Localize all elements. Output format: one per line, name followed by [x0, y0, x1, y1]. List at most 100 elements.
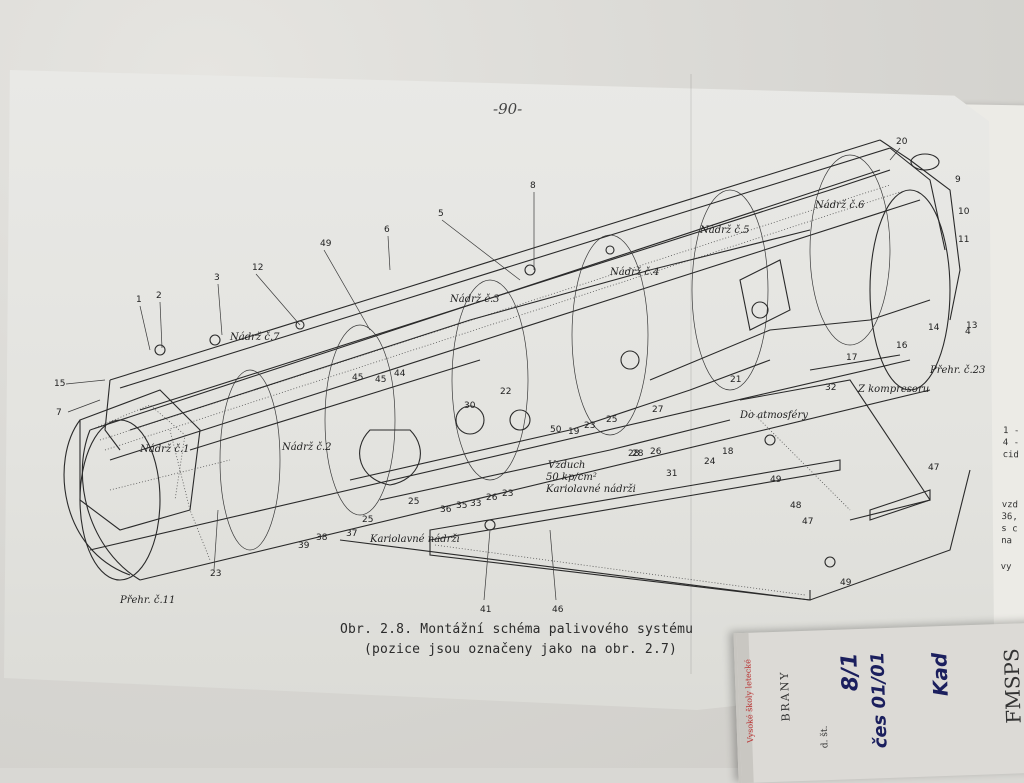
- callout: 37: [346, 529, 357, 539]
- callout: 32: [825, 383, 836, 393]
- callout: 1: [136, 295, 142, 305]
- callout: 11: [958, 235, 969, 245]
- callout: 15: [54, 379, 65, 389]
- callout: 5: [438, 209, 444, 219]
- callout: 7: [56, 408, 62, 418]
- back-line-3: cid: [1002, 450, 1019, 461]
- callout: 45: [375, 375, 386, 385]
- callout: 3: [214, 273, 220, 283]
- callout: 19: [568, 427, 580, 437]
- callout: 8: [530, 181, 536, 191]
- back-line-2: 4 -: [1002, 438, 1020, 449]
- label-tank-left: Kariolavné nádrži: [369, 534, 460, 545]
- booklet-hand-date: čes 01/01: [867, 651, 892, 749]
- callout: 25: [362, 515, 373, 525]
- callout: 49: [770, 475, 782, 485]
- label-tank-4: Nádrž č.4: [609, 267, 659, 278]
- caption-line-2: (pozice jsou označeny jako na obr. 2.7): [364, 642, 678, 657]
- callout: 23: [210, 569, 221, 579]
- booklet: Vysoké školy letecké BRANY FMSPS d. št. …: [733, 622, 1024, 783]
- callout: 17: [846, 353, 857, 363]
- label-tank-7: Nádrž č.7: [229, 332, 280, 343]
- figure-caption: Obr. 2.8. Montážní schéma palivového sys…: [340, 620, 760, 660]
- callout: 16: [896, 341, 908, 351]
- callout: 50: [550, 425, 562, 435]
- callout: 28: [628, 449, 640, 459]
- label-tank-3: Nádrž č.3: [449, 294, 499, 305]
- tank-cylinder: [63, 154, 951, 581]
- booklet-hand-signature: Kad: [927, 652, 953, 697]
- fuel-pipes: [104, 139, 971, 601]
- callout: 44: [394, 369, 406, 379]
- label-tank-6: Nádrž č.6: [814, 200, 865, 211]
- back-line-7: na: [1001, 536, 1013, 547]
- label-to-atmosphere: Do atmosféry: [739, 410, 808, 421]
- booklet-hand-numbers: 8/1: [837, 652, 864, 692]
- callout: 33: [470, 499, 481, 509]
- booklet-spine-text: BRANY: [777, 670, 793, 722]
- callout: 23: [502, 489, 513, 499]
- back-line-6: s c: [1001, 524, 1018, 535]
- callout: 35: [456, 501, 467, 511]
- callout: 27: [652, 405, 663, 415]
- back-line-1: 1 -: [1002, 426, 1020, 437]
- fuel-system-diagram: Nádrž č.1 Nádrž č.2 Nádrž č.3 Nádrž č.4 …: [54, 137, 985, 615]
- page-fold: [690, 74, 692, 674]
- callout: 18: [722, 447, 734, 457]
- tank-labels: Nádrž č.1 Nádrž č.2 Nádrž č.3 Nádrž č.4 …: [119, 200, 985, 606]
- callout: 38: [316, 533, 328, 543]
- callout: 26: [486, 493, 498, 503]
- callout: 23: [584, 421, 595, 431]
- label-bulkhead-23: Přehr. č.23: [929, 365, 985, 376]
- callout: 47: [802, 517, 813, 527]
- callout: 47: [928, 463, 939, 473]
- label-bulkhead-11: Přehr. č.11: [119, 595, 175, 606]
- callout: 30: [464, 401, 476, 411]
- callout: 24: [704, 457, 716, 467]
- label-tank-2: Nádrž č.2: [281, 442, 331, 453]
- callout: 36: [440, 505, 452, 515]
- callout: 22: [500, 387, 511, 397]
- callout: 48: [790, 501, 802, 511]
- leader-lines: [65, 147, 901, 601]
- label-tank-right: Kariolavné nádrži: [545, 484, 636, 495]
- callout: 46: [552, 605, 564, 615]
- callout: 28: [632, 449, 644, 459]
- callout: 20: [896, 137, 908, 147]
- callout: 39: [298, 541, 310, 551]
- callout: 31: [666, 469, 677, 479]
- label-tank-5: Nádrž č.5: [699, 225, 749, 236]
- callout: 12: [252, 263, 263, 273]
- callout: 4: [965, 327, 971, 337]
- callout: 25: [606, 415, 617, 425]
- callout: 45: [352, 373, 363, 383]
- caption-line-1: Obr. 2.8. Montážní schéma palivového sys…: [340, 622, 694, 637]
- label-tank-1: Nádrž č.1: [139, 444, 189, 455]
- back-page-text: 1 - 4 - cid vzd 36, s c na vy: [1001, 425, 1020, 573]
- page-number: -90-: [493, 100, 523, 118]
- callout-numbers: 1 2 3 7 12 49 6 5 8 20 9 10 11 4 15 45 4…: [54, 137, 977, 615]
- callout: 9: [955, 175, 961, 185]
- callout: 41: [480, 605, 491, 615]
- callout: 13: [966, 321, 977, 331]
- booklet-cover-title: FMSPS: [999, 648, 1024, 725]
- booklet-small-text: d. št.: [819, 725, 831, 749]
- callout: 26: [650, 447, 662, 457]
- callout: 49: [320, 239, 332, 249]
- booklet-red-text: Vysoké školy letecké: [743, 658, 756, 743]
- equipment: [154, 245, 836, 568]
- callout: 14: [928, 323, 940, 333]
- callout: 2: [156, 291, 162, 301]
- back-line-4: vzd: [1001, 500, 1019, 511]
- callout: 49: [840, 578, 852, 588]
- callout: 10: [958, 207, 970, 217]
- back-line-8: vy: [1000, 562, 1012, 573]
- callout: 6: [384, 225, 390, 235]
- label-from-compressor: Z kompresoru: [857, 384, 929, 395]
- label-pressure: 50 kp/cm²: [546, 472, 597, 483]
- label-air: Vzduch: [548, 460, 585, 471]
- callout: 25: [408, 497, 419, 507]
- document-page: [4, 70, 994, 710]
- callout: 21: [730, 375, 741, 385]
- back-line-5: 36,: [1001, 512, 1018, 523]
